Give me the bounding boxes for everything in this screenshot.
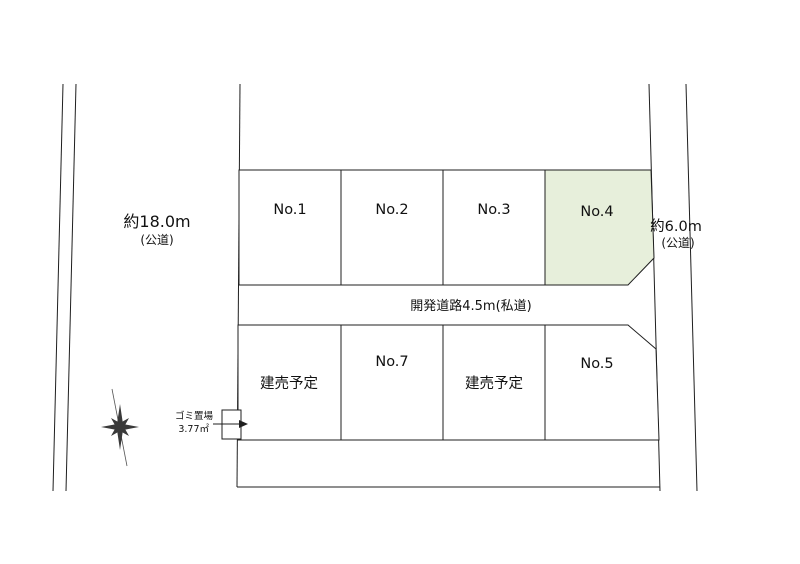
plot-no1-label: No.1: [273, 202, 306, 218]
right-road-width-label: 約6.0m: [650, 218, 702, 235]
plot-no7-label: No.7: [375, 354, 408, 370]
plot-no4-shape: [544, 169, 655, 286]
plot-no5-shape: [544, 324, 660, 441]
garbage-arrow-head-icon: [239, 420, 248, 428]
garbage-area-size-label: 3.77㎡: [178, 424, 209, 435]
compass-star-diagonal: [111, 418, 129, 436]
plot-no5-label: No.5: [580, 356, 613, 372]
plot-no2-shape: [340, 169, 444, 286]
left-road-type-label: (公道): [140, 233, 173, 247]
right-road-outer-line: [685, 83, 698, 492]
garbage-area-name-label: ゴミ置場: [175, 410, 214, 422]
plot-no1-shape: [238, 169, 342, 286]
plot-no3-label: No.3: [477, 202, 510, 218]
plot-tatauri-2-label: 建売予定: [465, 375, 523, 392]
left-road-width-label: 約18.0m: [123, 212, 190, 231]
development-road-label: 開発道路4.5m(私道): [410, 298, 531, 314]
left-road-inner-line: [65, 83, 77, 492]
plot-no3-shape: [442, 169, 546, 286]
right-road-type-label: (公道): [661, 236, 694, 250]
compass-icon: [101, 388, 139, 467]
plot-no4-label: No.4: [580, 204, 613, 220]
plot-no7-shape: [340, 324, 444, 441]
left-road-outer-line: [52, 83, 64, 492]
plot-no2-label: No.2: [375, 202, 408, 218]
plot-tatauri-1-label: 建売予定: [260, 375, 318, 392]
